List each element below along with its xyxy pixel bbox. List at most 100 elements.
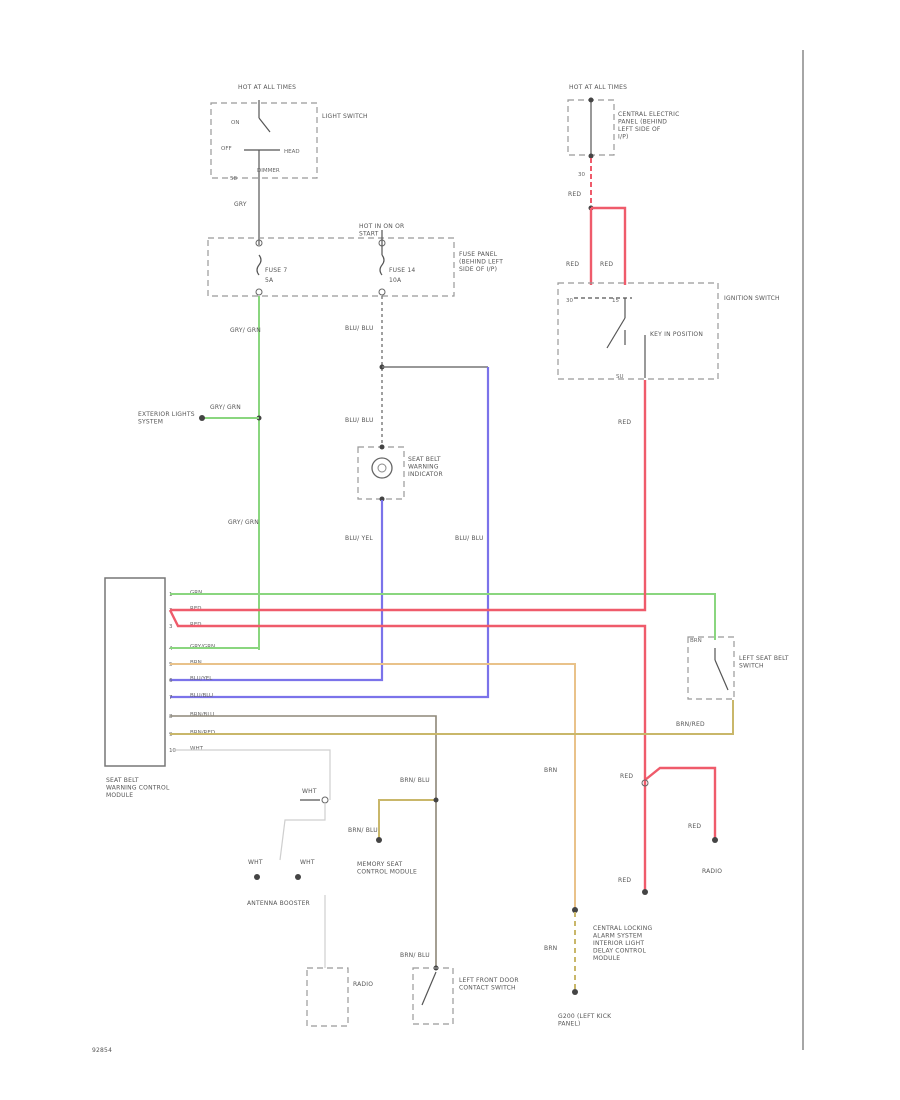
- brn-blu-label-a: BRN/ BLU: [400, 777, 430, 784]
- wht-wire: [170, 749, 331, 800]
- radio-box: [306, 967, 349, 1027]
- blu-label-2: BLU/ BLU: [345, 417, 374, 424]
- radio-label-right: RADIO: [702, 868, 722, 875]
- top-right-wire-a: RED: [568, 191, 581, 198]
- central-panel-node2-icon: [588, 153, 594, 159]
- ground-terminal-icon: [572, 989, 578, 995]
- antenna-group: WHT WHT WHT ANTENNA BOOSTER RADIO: [247, 788, 373, 1027]
- light-switch-term: 58: [230, 176, 237, 182]
- red-wire-right: [591, 206, 627, 285]
- light-switch-group: HOT AT ALL TIMES LIGHT SWITCH ON OFF HEA…: [210, 84, 368, 245]
- red-splice-icon: [641, 779, 649, 787]
- belt-switch-wire: BRN: [690, 638, 702, 644]
- door-switch-arm-icon: [421, 971, 437, 1006]
- grn-wire: [170, 593, 716, 640]
- top-right-wire-b: RED: [566, 261, 579, 268]
- red-label-3: RED: [618, 877, 631, 884]
- ignition-pin30: 30: [566, 298, 573, 304]
- warning-lamp-inner-icon: [377, 463, 387, 473]
- brn-blu-label-b: BRN/ BLU: [348, 827, 378, 834]
- wht-label-a: WHT: [302, 788, 317, 795]
- light-switch-pos-off: OFF: [221, 146, 232, 152]
- red-wire-ignition: [170, 380, 647, 612]
- warning-lamp-icon: [371, 457, 393, 479]
- light-switch-dimmer: DIMMER: [257, 168, 280, 174]
- light-switch-box: [210, 102, 318, 179]
- module-pin-6-wire: BLU/YEL: [190, 676, 213, 682]
- top-right-wire-c: RED: [600, 261, 613, 268]
- antenna-label: ANTENNA BOOSTER: [247, 900, 310, 907]
- central-panel-hot-label: HOT AT ALL TIMES: [569, 84, 627, 91]
- module-pin-7-wire: BLU/BLU: [190, 693, 213, 699]
- ignition-out-wire: RED: [618, 419, 631, 426]
- ignition-switch-box: [557, 282, 719, 380]
- light-switch-hot-label: HOT AT ALL TIMES: [238, 84, 296, 91]
- blu-yel-wire: [170, 500, 384, 682]
- radio-label-bottom: RADIO: [353, 981, 373, 988]
- brn-blu-junction-icon: [433, 797, 439, 803]
- ignition-out-pin: SU: [616, 374, 624, 380]
- ext-wire-label: GRY/ GRN: [210, 404, 241, 411]
- fuse7-icon: [256, 254, 262, 276]
- light-switch-pos-head: HEAD: [284, 149, 300, 155]
- wht-antenna-wire: [279, 803, 326, 861]
- fuse14-icon: [379, 254, 385, 276]
- wht-label-b: WHT: [248, 859, 263, 866]
- gry-grn-label-1: GRY/ GRN: [230, 327, 261, 334]
- belt-switch-arm-icon: [714, 659, 729, 691]
- belt-switch-box: [687, 636, 735, 700]
- blu-yel-label: BLU/ YEL: [345, 535, 373, 542]
- wht-splice-icon: [321, 796, 329, 804]
- brn-splice-icon: [572, 907, 578, 913]
- module-pin-10-wire: WHT: [190, 746, 204, 752]
- brn-blu-wire: [170, 715, 437, 968]
- ignition-key-in: KEY IN POSITION: [650, 331, 703, 338]
- memory-seat-wire: [378, 799, 436, 840]
- fuse14-amp: 10A: [389, 277, 402, 284]
- brn-red-label: BRN/RED: [676, 721, 705, 728]
- module-pin-6-number: 6: [169, 678, 173, 684]
- module-pin-3-number: 3: [169, 624, 173, 630]
- brn-label-a: BRN: [544, 767, 557, 774]
- brn-label-b: BRN: [544, 945, 557, 952]
- ext-terminal-icon: [199, 415, 205, 421]
- central-panel-node-icon: [588, 97, 594, 103]
- fuse7-bottom-icon: [255, 288, 263, 296]
- fuse14-label: FUSE 14: [389, 267, 415, 274]
- module-pin-8-wire: BRN/BLU: [190, 712, 214, 718]
- light-switch-wire-label: GRY: [234, 201, 247, 208]
- wht-terminal-icon: [295, 874, 301, 880]
- indicator-box: [357, 446, 405, 500]
- brn-blu-label-c: BRN/ BLU: [400, 952, 430, 959]
- wht-label-c: WHT: [300, 859, 315, 866]
- fuse7-amp: 5A: [265, 277, 274, 284]
- fuse7-label: FUSE 7: [265, 267, 287, 274]
- blu-label-1: BLU/ BLU: [345, 325, 374, 332]
- door-switch-box: [412, 967, 454, 1025]
- module-pin-8-number: 8: [169, 714, 173, 720]
- fuse14-bottom-icon: [378, 288, 386, 296]
- indicator-bottom-node-icon: [379, 496, 385, 502]
- blu-blu-label: BLU/ BLU: [455, 535, 484, 542]
- light-switch-arm-icon: [258, 117, 271, 133]
- control-module-box: [104, 577, 166, 767]
- red-label-2: RED: [688, 823, 701, 830]
- brn-red-wire: [170, 700, 734, 735]
- light-switch-pos-on: ON: [231, 120, 239, 126]
- red-radio-wire: [644, 766, 717, 840]
